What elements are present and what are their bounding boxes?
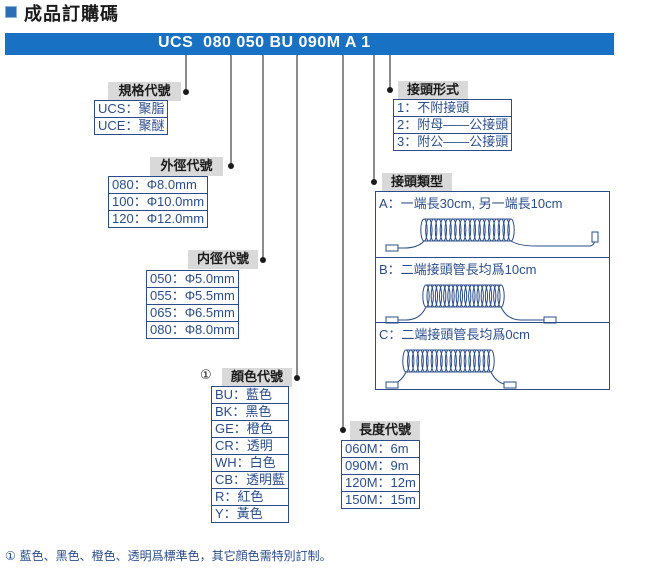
footnote: ① 藍色、黑色、橙色、透明爲標準色，其它顔色需特別訂制。 <box>5 549 332 563</box>
table-cell: 2：附母——公接頭 <box>392 116 513 134</box>
coil-tube-icon <box>385 349 517 389</box>
joint-type-b-box: B：二端接頭管長均爲10cm <box>375 257 610 324</box>
color-label: 顔色代號 <box>222 368 292 387</box>
joint-type-c-caption: C：二端接頭管長均爲0cm <box>379 327 530 342</box>
length-table: 060M：6m 090M：9m 120M：12m 150M：15m <box>341 440 420 509</box>
spec-label: 規格代號 <box>108 82 181 101</box>
od-table: 080：Φ8.0mm 100：Φ10.0mm 120：Φ12.0mm <box>107 176 209 228</box>
joint-type-a-box: A：一端長30cm, 另一端長10cm <box>375 191 610 258</box>
table-cell: GE：橙色 <box>210 420 290 438</box>
table-cell: 050：Φ5.0mm <box>146 270 239 288</box>
table-cell: 055：Φ5.5mm <box>146 287 239 305</box>
table-cell: BU：藍色 <box>210 386 290 404</box>
table-cell: 060M：6m <box>341 440 420 458</box>
order-code: UCS 080 050 BU 090M A 1 <box>158 34 371 51</box>
table-cell: 080：Φ8.0mm <box>146 321 239 339</box>
table-cell: 065：Φ6.5mm <box>146 304 239 322</box>
joint-type-b-caption: B：二端接頭管長均爲10cm <box>379 262 537 277</box>
table-cell: 3：附公——公接頭 <box>392 133 513 151</box>
joint-form-table: 1：不附接頭 2：附母——公接頭 3：附公——公接頭 <box>392 99 513 151</box>
order-code-bar <box>5 33 614 55</box>
page-title: 成品訂購碼 <box>24 4 119 25</box>
joint-type-label: 接頭類型 <box>382 173 452 192</box>
id-table: 050：Φ5.0mm 055：Φ5.5mm 065：Φ6.5mm 080：Φ8.… <box>146 270 239 339</box>
table-cell: 1：不附接頭 <box>392 99 513 117</box>
table-cell: WH：白色 <box>210 454 290 472</box>
table-cell: BK：黑色 <box>210 403 290 421</box>
joint-type-a-caption: A：一端長30cm, 另一端長10cm <box>379 196 563 211</box>
table-cell: CR：透明 <box>210 437 290 455</box>
coil-tube-icon <box>385 218 599 252</box>
table-cell: Y：黃色 <box>210 505 290 523</box>
joint-form-label: 接頭形式 <box>398 81 468 100</box>
color-footnote-marker: ① <box>200 368 212 383</box>
table-cell: UCE：聚醚 <box>93 117 169 135</box>
joint-type-c-box: C：二端接頭管長均爲0cm <box>375 322 610 390</box>
table-cell: 090M：9m <box>341 457 420 475</box>
square-bullet-icon <box>5 6 17 18</box>
table-cell: 080：Φ8.0mm <box>107 176 209 194</box>
coil-tube-icon <box>385 284 557 324</box>
od-label: 外徑代號 <box>150 157 223 176</box>
table-cell: R：紅色 <box>210 488 290 506</box>
length-label: 長度代號 <box>350 421 420 440</box>
table-cell: 120：Φ12.0mm <box>107 210 209 228</box>
table-cell: CB：透明藍 <box>210 471 290 489</box>
table-cell: 120M：12m <box>341 474 420 492</box>
table-cell: 150M：15m <box>341 491 420 509</box>
id-label: 内徑代號 <box>188 250 258 269</box>
color-table: BU：藍色 BK：黑色 GE：橙色 CR：透明 WH：白色 CB：透明藍 R：紅… <box>210 386 290 523</box>
table-cell: 100：Φ10.0mm <box>107 193 209 211</box>
spec-table: UCS：聚脂 UCE：聚醚 <box>93 100 169 135</box>
table-cell: UCS：聚脂 <box>93 100 169 118</box>
